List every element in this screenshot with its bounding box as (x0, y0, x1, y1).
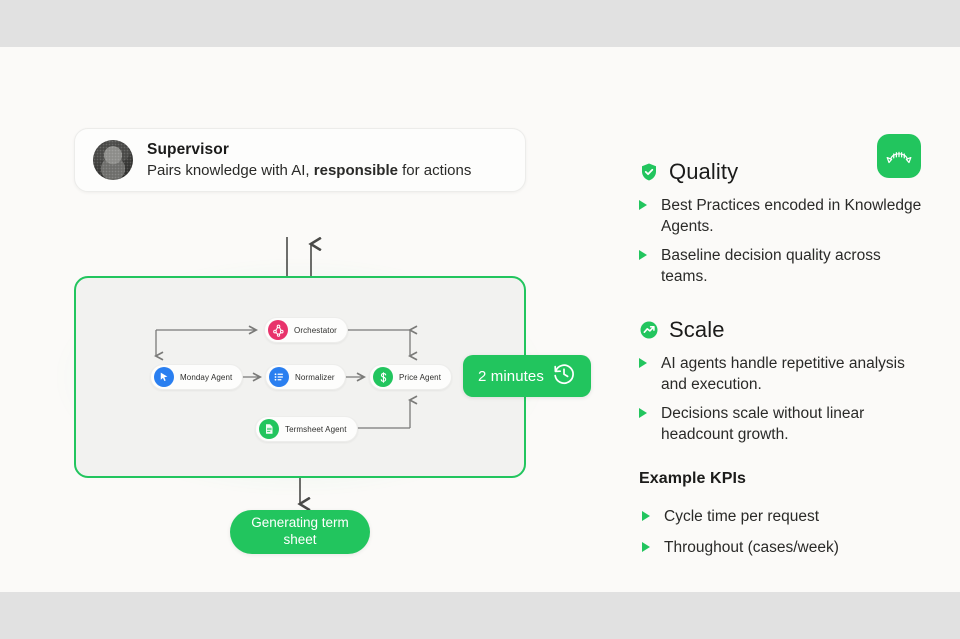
dollar-icon (373, 367, 393, 387)
section-quality-title: Quality (669, 159, 739, 184)
avatar (93, 140, 133, 180)
list-item: Throughout (cases/week) (639, 537, 931, 558)
triangle-bullet-icon (639, 358, 647, 368)
timer-badge: 2 minutes (463, 355, 591, 397)
supervisor-card: Supervisor Pairs knowledge with AI, resp… (74, 128, 526, 192)
triangle-bullet-icon (642, 511, 650, 521)
triangle-bullet-icon (642, 542, 650, 553)
clock-rewind-icon (552, 362, 576, 391)
supervisor-text: Supervisor Pairs knowledge with AI, resp… (147, 140, 471, 181)
shield-check-icon (639, 162, 659, 182)
supervisor-subtitle-part2: for actions (397, 161, 472, 179)
list-item: Decisions scale without linear headcount… (639, 403, 931, 445)
section-kpi-title: Example KPIs (639, 470, 747, 487)
bullet-text: Baseline decision quality across teams. (661, 247, 881, 286)
letterbox-bottom-bar (0, 592, 960, 639)
output-pill-line2: sheet (283, 532, 317, 547)
section-quality-bullets: Best Practices encoded in Knowledge Agen… (639, 195, 931, 287)
cursor-arrow-icon (154, 367, 174, 387)
node-label: Termsheet Agent (285, 424, 347, 434)
trend-up-circle-icon (639, 320, 659, 340)
triangle-bullet-icon (639, 408, 647, 419)
triangle-bullet-icon (639, 200, 647, 210)
frame-output-connector (288, 478, 312, 512)
section-quality-header: Quality (639, 159, 931, 185)
section-scale-bullets: AI agents handle repetitive analysis and… (639, 353, 931, 445)
network-graph-icon (268, 320, 288, 340)
output-pill-line1: Generating term (251, 515, 349, 531)
node-label: Normalizer (295, 372, 335, 382)
bridge-icon (877, 134, 921, 178)
section-quality: Quality Best Practices encoded in Knowle… (639, 159, 931, 295)
list-item: Baseline decision quality across teams. (639, 245, 931, 287)
section-kpi-items: Cycle time per request Throughout (cases… (639, 506, 931, 558)
supervisor-subtitle-part1: Pairs knowledge with AI, (147, 161, 314, 179)
list-item: Best Practices encoded in Knowledge Agen… (639, 195, 931, 237)
node-orchestator[interactable]: Orchestator (264, 317, 348, 343)
bullet-text: Decisions scale without linear headcount… (661, 405, 865, 444)
supervisor-title: Supervisor (147, 140, 229, 158)
agent-flow-arrows (153, 325, 418, 433)
bullet-text: AI agents handle repetitive analysis and… (661, 355, 905, 394)
list-item: AI agents handle repetitive analysis and… (639, 353, 931, 395)
section-scale: Scale AI agents handle repetitive analys… (639, 317, 931, 453)
node-price-agent[interactable]: Price Agent (369, 364, 453, 390)
letterbox-top-bar (0, 0, 960, 47)
supervisor-subtitle: Pairs knowledge with AI, responsible for… (147, 161, 471, 181)
node-normalizer[interactable]: Normalizer (265, 364, 346, 390)
node-monday-agent[interactable]: Monday Agent (150, 364, 244, 390)
slide-canvas: Supervisor Pairs knowledge with AI, resp… (0, 47, 960, 592)
section-scale-title: Scale (669, 317, 725, 342)
bullet-text: Best Practices encoded in Knowledge Agen… (661, 197, 922, 236)
list-icon (269, 367, 289, 387)
node-label: Monday Agent (180, 372, 233, 382)
bullet-text: Cycle time per request (664, 508, 820, 525)
node-label: Orchestator (294, 325, 337, 335)
triangle-bullet-icon (639, 250, 647, 261)
document-icon (259, 419, 279, 439)
bullet-text: Throughout (cases/week) (664, 539, 839, 557)
node-termsheet-agent[interactable]: Termsheet Agent (255, 416, 358, 442)
timer-badge-label: 2 minutes (478, 367, 544, 385)
node-label: Price Agent (399, 372, 442, 382)
section-scale-header: Scale (639, 317, 931, 343)
list-item: Cycle time per request (639, 506, 931, 527)
section-kpi: Example KPIs Cycle time per request Thro… (639, 470, 931, 568)
supervisor-subtitle-emphasis: responsible (313, 161, 398, 179)
